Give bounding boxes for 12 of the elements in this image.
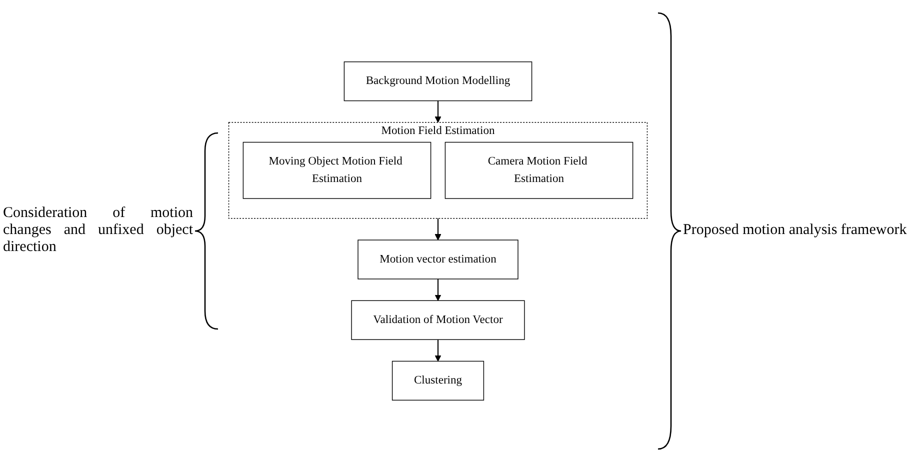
- node-box: Camera Motion Field Estimation: [444, 141, 634, 198]
- arrow: [434, 218, 442, 240]
- arrow: [434, 339, 442, 362]
- node-box: Moving Object Motion Field Estimation: [242, 141, 432, 198]
- node-box: Background Motion Modelling: [344, 60, 532, 101]
- arrow: [434, 278, 442, 300]
- node-box: Motion vector estimation: [358, 239, 518, 279]
- brace-note: Proposed motion analysis framework: [683, 222, 908, 239]
- brace-note: Consideration of motion changes and unfixed object direction: [3, 205, 193, 256]
- node-box: Validation of Motion Vector: [351, 300, 525, 340]
- arrow: [434, 100, 442, 122]
- node-box: Clustering: [392, 360, 484, 400]
